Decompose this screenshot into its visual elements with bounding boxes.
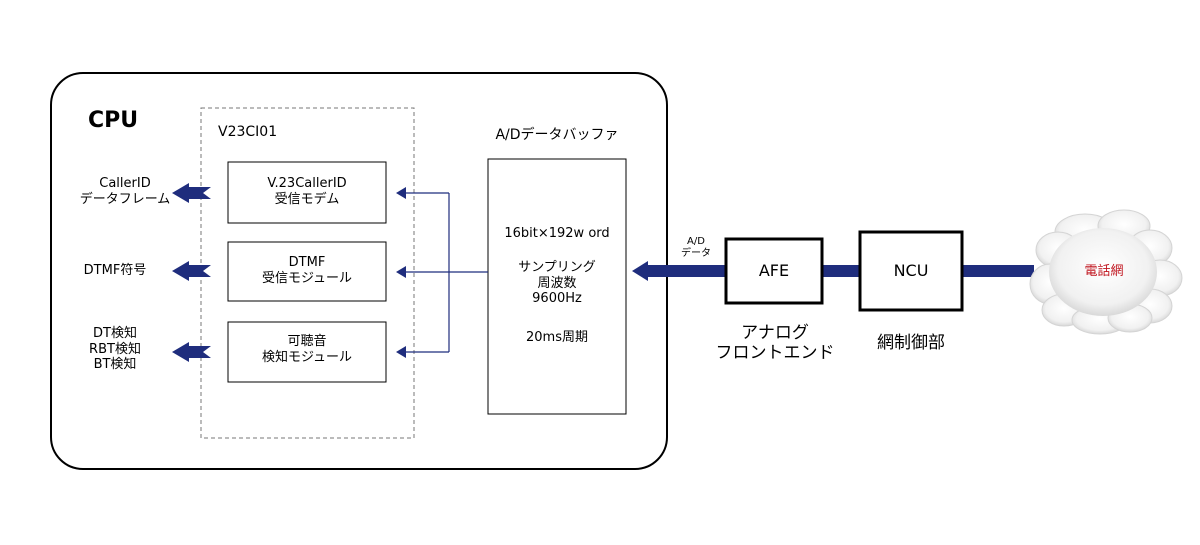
ncu-caption-line1: 網制御部 — [877, 333, 945, 353]
tone-output-label: DT検知 RBT検知 BT検知 — [60, 326, 170, 373]
telephone-network-cloud — [1029, 209, 1183, 335]
ncu-caption: 網制御部 — [850, 333, 972, 353]
audible-tone-block — [227, 321, 387, 383]
v23callerid-label-line2: 受信モデム — [274, 191, 340, 207]
callerid-output-line2: データフレーム — [79, 191, 171, 207]
audible-block-label: 可聴音 検知モジュール — [228, 334, 386, 365]
buffer-period-line1: 20ms周期 — [526, 330, 588, 345]
callerid-output-label: CallerID データフレーム — [40, 176, 210, 207]
buffer-title: A/Dデータバッファ — [495, 127, 619, 143]
buffer-sampling-line2: 周波数 — [537, 275, 577, 291]
buffer-period: 20ms周期 — [488, 330, 626, 346]
cpu-title: CPU — [88, 108, 139, 133]
v23callerid-label-line1: V.23CallerID — [267, 176, 347, 191]
afe-caption: アナログ フロントエンド — [700, 323, 850, 364]
buffer-spec: 16bit×192w ord — [488, 226, 626, 242]
ncu-network-link — [962, 265, 1034, 277]
dtmf-block-label-line2: 受信モジュール — [261, 270, 353, 286]
audible-block-label-line2: 検知モジュール — [261, 349, 353, 365]
ncu-block — [858, 230, 964, 312]
tone-output-line1: DT検知 — [93, 326, 137, 341]
buffer-sampling: サンプリング 周波数 9600Hz — [488, 260, 626, 307]
dtmf-block — [227, 241, 387, 302]
arrowhead-audible — [396, 346, 406, 358]
buffer-spec-line1: 16bit×192w ord — [504, 226, 610, 241]
dtmf-output-arrow — [172, 261, 211, 281]
ad-buffer-block — [487, 158, 627, 415]
arrowhead-v23 — [396, 187, 406, 199]
afe-label: AFE — [758, 261, 790, 280]
audible-block-label-line1: 可聴音 — [287, 334, 327, 349]
buffer-sampling-line3: 9600Hz — [532, 291, 582, 307]
module-title: V23CI01 — [218, 124, 278, 140]
buffer-sampling-line1: サンプリング — [518, 260, 596, 275]
ad-data-label: A/D データ — [668, 236, 724, 260]
buffer-connectors — [404, 192, 488, 353]
ad-data-arrow — [632, 261, 726, 281]
afe-caption-line2: フロントエンド — [715, 343, 835, 364]
dtmf-block-label-line1: DTMF — [288, 255, 326, 270]
dtmf-output-label: DTMF符号 — [60, 263, 170, 279]
callerid-output-line1: CallerID — [99, 176, 151, 191]
afe-block — [724, 237, 824, 305]
callerid-output-arrow — [172, 183, 211, 203]
tone-output-arrow — [172, 342, 211, 362]
ncu-label: NCU — [893, 261, 929, 280]
afe-ncu-link — [822, 265, 860, 277]
v23callerid-label: V.23CallerID 受信モデム — [228, 176, 386, 207]
dtmf-block-label: DTMF 受信モジュール — [228, 255, 386, 286]
dtmf-output-line1: DTMF符号 — [83, 263, 147, 278]
arrowhead-dtmf — [396, 266, 406, 278]
v23callerid-block — [227, 161, 387, 224]
network-label: 電話網 — [1084, 264, 1124, 279]
ad-data-line1: A/D — [687, 236, 705, 247]
ad-data-line2: データ — [681, 248, 711, 259]
tone-output-line3: BT検知 — [93, 357, 137, 373]
tone-output-line2: RBT検知 — [89, 341, 141, 357]
afe-caption-line1: アナログ — [741, 323, 809, 343]
